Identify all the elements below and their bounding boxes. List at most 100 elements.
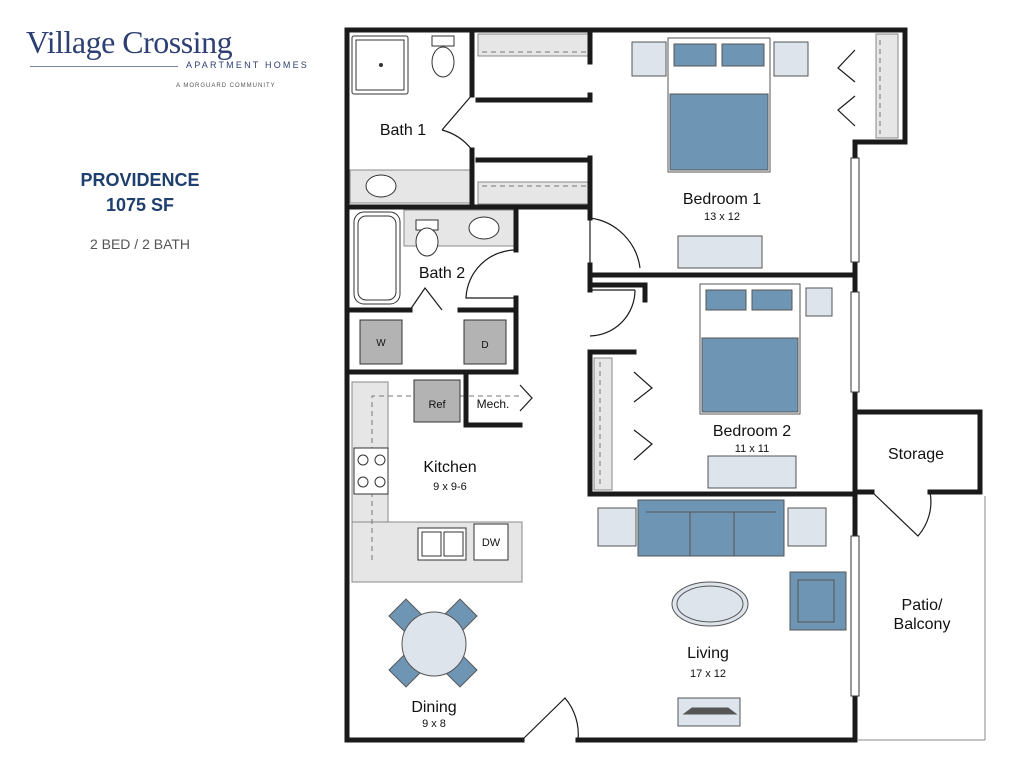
- toilet2-bowl: [415, 227, 439, 257]
- brand-rule: [30, 66, 178, 67]
- window-bed1: [850, 157, 860, 263]
- bedroom1-furniture: [631, 37, 809, 269]
- brand-subtitle: APARTMENT HOMES: [186, 60, 310, 70]
- bath1-sink: [365, 174, 397, 198]
- plan-info: PROVIDENCE 1075 SF 2 BED / 2 BATH: [30, 168, 250, 252]
- doors: [409, 49, 932, 741]
- door-entry: [521, 697, 579, 741]
- room-labels: Bath 1 Bath 2 Bedroom 1 13 x 12 Bedroom …: [376, 122, 950, 730]
- nightstand-left-bed1: [631, 41, 667, 77]
- label-living: Living: [687, 645, 729, 662]
- bed2-closet-shelf: [593, 357, 613, 491]
- door-bed2: [589, 289, 636, 337]
- dresser-bed2: [707, 455, 797, 489]
- label-dining-size: 9 x 8: [422, 718, 446, 730]
- label-living-size: 17 x 12: [690, 668, 726, 680]
- bed2-pillow-right: [751, 289, 793, 311]
- bed1-pillow-left: [673, 43, 717, 67]
- kitchen-appliances: [353, 379, 509, 561]
- sink-basin-left: [421, 531, 442, 557]
- label-kitchen-size: 9 x 9-6: [433, 481, 467, 493]
- plan-sqft: 1075 SF: [105, 195, 175, 215]
- nightstand-bed2: [805, 287, 833, 317]
- door-closet-bed2: [633, 371, 653, 461]
- label-bath2: Bath 2: [419, 265, 465, 282]
- burner-4: [374, 476, 386, 488]
- label-mech: Mech.: [477, 397, 510, 411]
- patio-outline: [858, 496, 986, 741]
- washer: [359, 319, 403, 365]
- coffee-table: [671, 581, 749, 627]
- coffee-table-inner: [676, 585, 744, 623]
- windows: [850, 157, 860, 697]
- shower-drain: [379, 63, 383, 67]
- tv-icon: [682, 707, 738, 715]
- bath2-sink: [468, 216, 500, 240]
- brand-logo: Village Crossing APARTMENT HOMES A MORGU…: [26, 24, 307, 89]
- upper-cabinets: [371, 40, 881, 560]
- label-patio-line2: Balcony: [894, 616, 951, 633]
- label-bedroom2: Bedroom 2: [713, 423, 791, 440]
- label-dryer: D: [481, 340, 488, 351]
- closet-shelf-bottom: [477, 181, 591, 205]
- dining-furniture: [388, 598, 478, 688]
- sofa: [637, 499, 785, 557]
- dryer: [463, 319, 507, 365]
- label-bedroom1: Bedroom 1: [683, 191, 761, 208]
- window-living: [850, 535, 860, 697]
- stove: [353, 447, 389, 495]
- door-closet-bed1: [837, 49, 856, 127]
- door-bath1: [441, 94, 473, 151]
- label-kitchen: Kitchen: [423, 459, 476, 476]
- burner-1: [357, 454, 369, 466]
- brand-tagline: A MORGUARD COMMUNITY: [176, 83, 276, 89]
- bedroom2-furniture: [699, 283, 833, 489]
- label-bedroom1-size: 13 x 12: [704, 211, 740, 223]
- door-mech: [519, 384, 533, 412]
- bed1-blanket: [669, 93, 769, 171]
- dining-table: [401, 611, 467, 677]
- door-bath2: [465, 249, 517, 299]
- label-patio-line1: Patio/: [902, 597, 943, 614]
- bathtub-inner: [357, 215, 397, 301]
- dresser-bed1: [677, 235, 763, 269]
- upper-cabinet-line: [371, 395, 520, 560]
- label-dishwasher: DW: [482, 537, 501, 549]
- bed2-blanket: [701, 337, 799, 413]
- label-ref: Ref: [428, 399, 446, 411]
- nightstand-right-bed1: [773, 41, 809, 77]
- bathtub: [353, 211, 401, 305]
- plan-name: PROVIDENCE: [80, 170, 200, 190]
- burner-2: [374, 454, 386, 466]
- label-dining: Dining: [411, 699, 456, 716]
- brand-title: Village Crossing: [26, 24, 233, 60]
- label-bedroom2-size: 11 x 11: [735, 443, 769, 455]
- door-bath2-linen: [409, 286, 443, 311]
- label-bath1: Bath 1: [380, 122, 426, 139]
- label-storage: Storage: [888, 446, 944, 463]
- kitchen-sink: [417, 527, 467, 561]
- bath-fixtures: [351, 35, 500, 305]
- shower-inner: [355, 39, 405, 91]
- label-washer: W: [376, 338, 386, 349]
- door-bed1: [589, 217, 641, 275]
- bed1-pillow-right: [721, 43, 765, 67]
- plan-beds-baths: 2 BED / 2 BATH: [89, 236, 191, 252]
- sink-basin-right: [443, 531, 464, 557]
- toilet1-bowl: [431, 46, 455, 78]
- burner-3: [357, 476, 369, 488]
- bed2-pillow-left: [705, 289, 747, 311]
- living-furniture: [597, 499, 847, 727]
- end-table-right: [787, 507, 827, 547]
- armchair-seat: [797, 579, 835, 623]
- refrigerator: [413, 379, 461, 423]
- dishwasher: [473, 523, 509, 561]
- bed1-closet-shelf: [875, 33, 899, 139]
- toilet1-tank: [431, 35, 455, 47]
- laundry: [359, 319, 507, 365]
- window-bed2: [850, 291, 860, 393]
- end-table-left: [597, 507, 637, 547]
- closet-shelf-top: [477, 33, 591, 57]
- door-storage: [871, 491, 932, 537]
